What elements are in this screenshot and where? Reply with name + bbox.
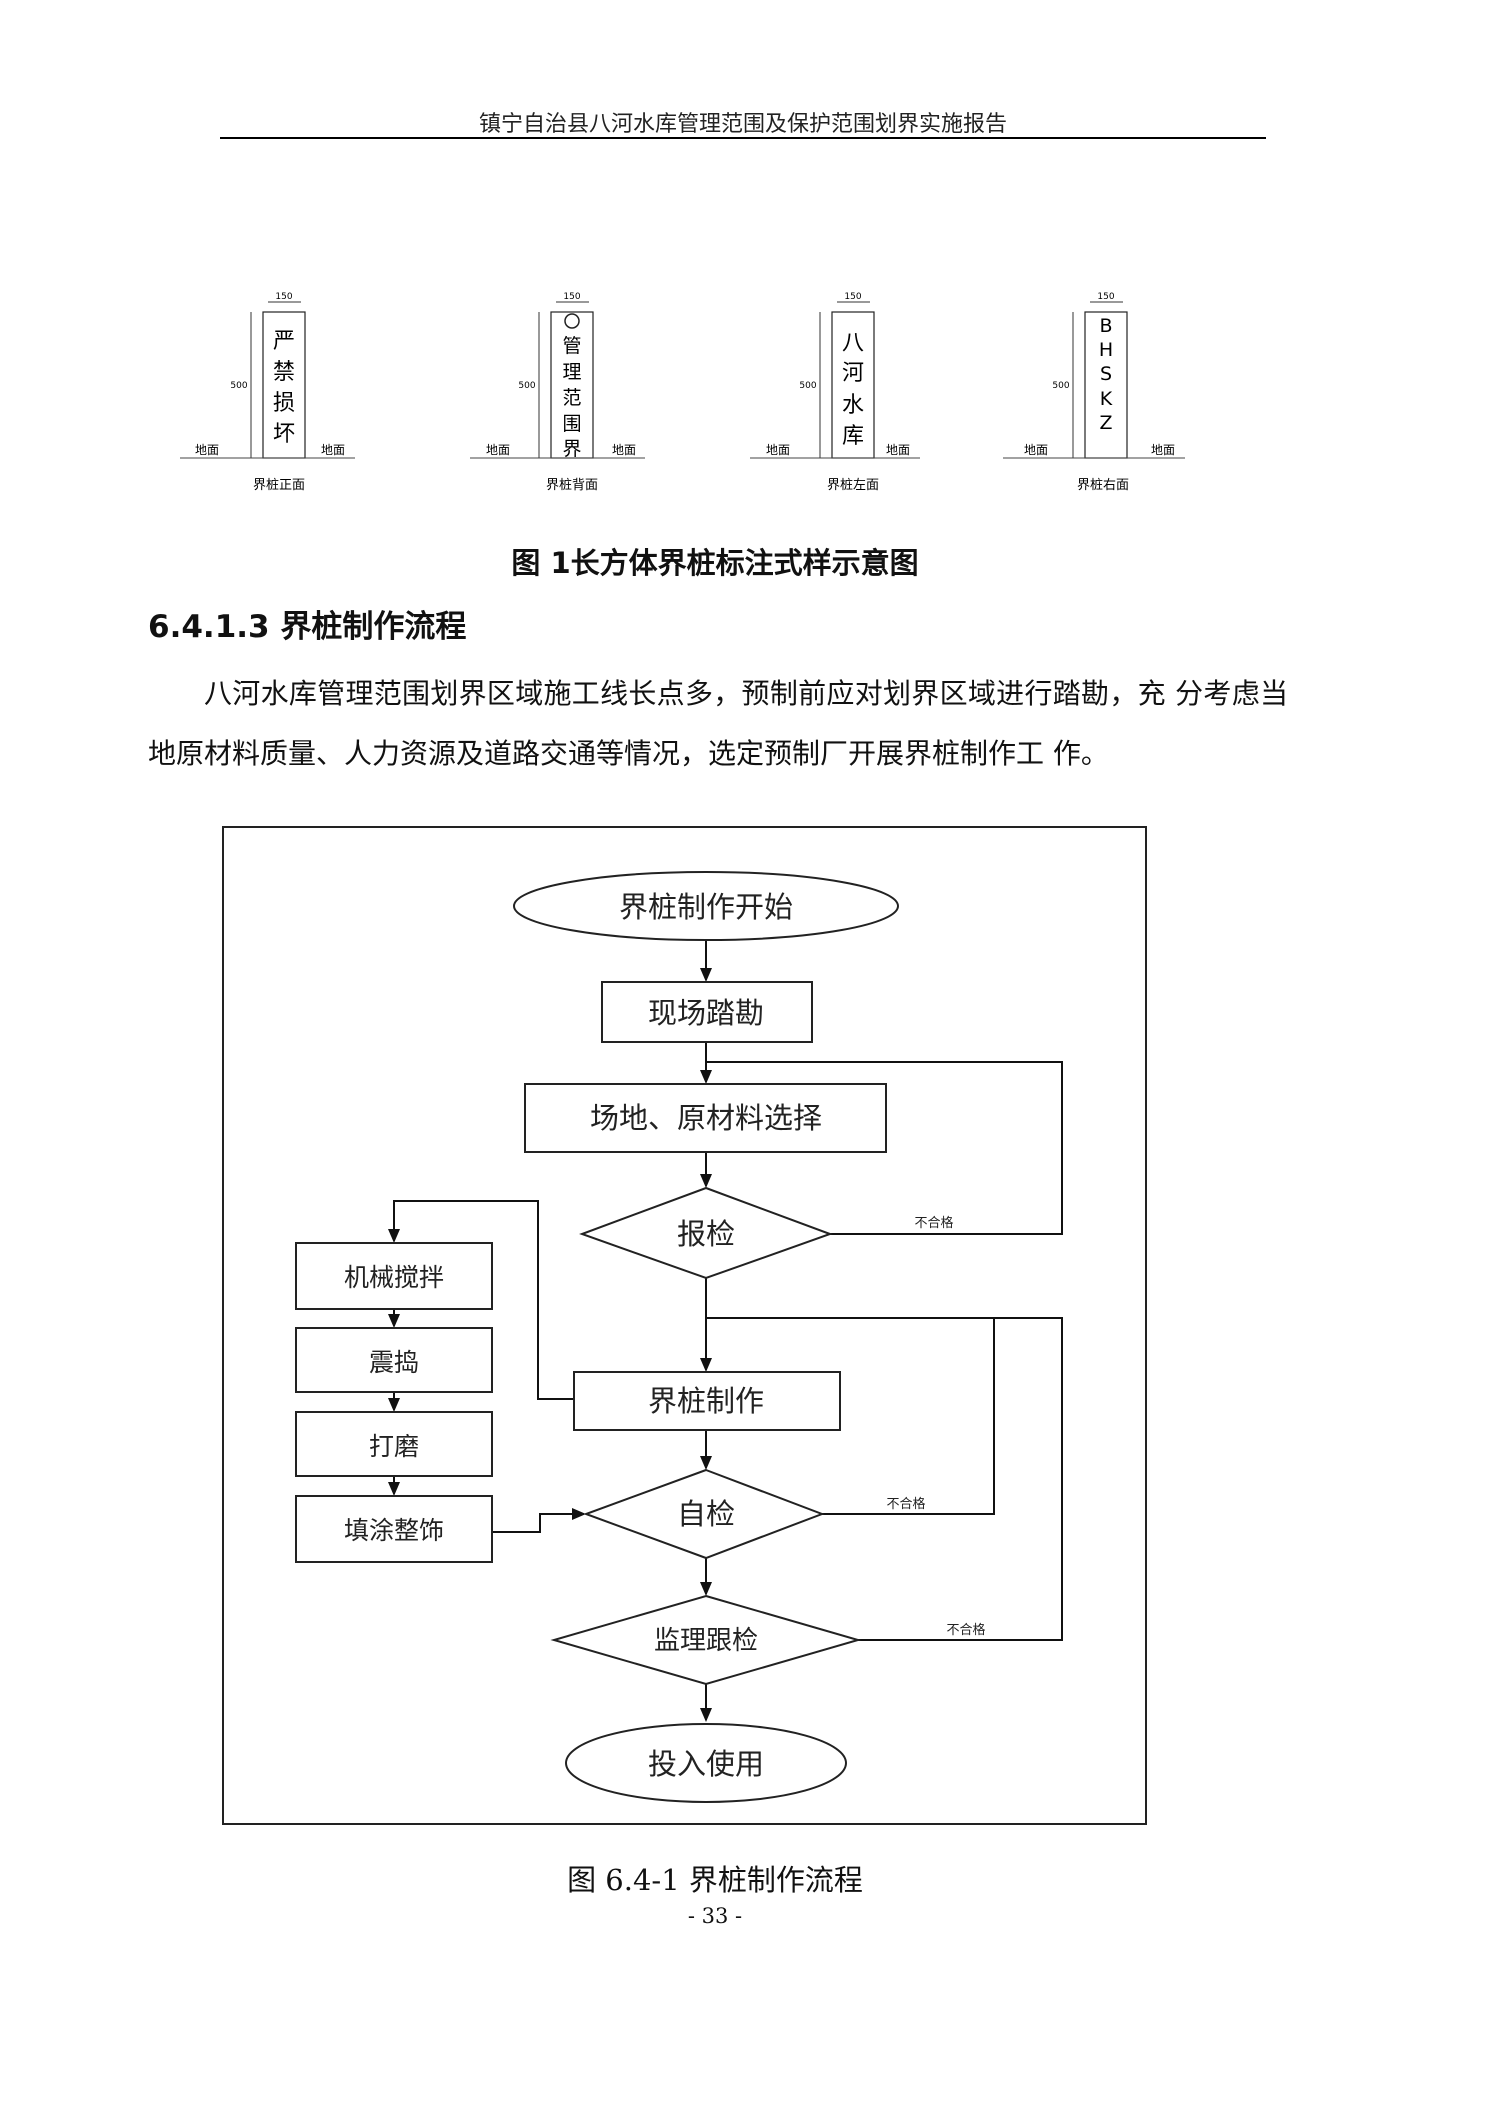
ground-label: 地面: [195, 443, 219, 457]
make-box: [573, 1371, 841, 1431]
pile-left-caption: 界桩左面: [827, 478, 879, 493]
pile-front-width-dim: 150: [275, 292, 292, 302]
pile-elevation-figure: 150 500 地面 地面 严 禁 损 坏 界桩正面 150 500 地面 地面…: [180, 292, 1185, 493]
ground-label: 地面: [1024, 443, 1048, 457]
start-label: 界桩制作开始: [619, 890, 793, 924]
document-header-title: 镇宁自治县八河水库管理范围及保护范围划界实施报告: [478, 112, 1007, 137]
pile-back-char: 范: [562, 387, 581, 409]
fill-box: [295, 1495, 493, 1563]
pile-front-char: 损: [273, 391, 295, 416]
end-terminal: [565, 1723, 847, 1803]
pile-right-char: B: [1099, 315, 1112, 337]
pile-back-char: 理: [562, 361, 581, 383]
ground-label: 地面: [886, 443, 910, 457]
survey-box: [601, 981, 813, 1043]
make-label: 界桩制作: [648, 1384, 764, 1418]
pile-back: 150 500 地面 地面 管 理 范 围 界 界桩背面: [470, 292, 645, 493]
pile-left-char: 库: [842, 424, 864, 449]
inspect-decision: [579, 1186, 833, 1280]
pile-front-char: 坏: [273, 422, 295, 447]
pile-left-char: 八: [842, 331, 864, 356]
pile-left-char: 河: [842, 361, 864, 386]
vibrate-label: 震捣: [369, 1348, 419, 1377]
ground-label: 地面: [321, 443, 345, 457]
emblem-icon: [564, 313, 580, 329]
pile-right-char: Z: [1099, 412, 1112, 434]
page-number: - 33 -: [687, 1904, 743, 1928]
select-label: 场地、原材料选择: [590, 1101, 822, 1135]
flowchart: 界桩制作开始 现场踏勘 场地、原材料选择 报检 机械搅拌 震捣 打磨 填涂整饰 …: [222, 826, 1147, 1825]
self-check-decision: [583, 1468, 825, 1560]
supervise-decision: [550, 1594, 862, 1686]
pile-back-char: 界: [562, 438, 581, 460]
mixing-box: [295, 1242, 493, 1310]
pile-back-height-dim: 500: [518, 381, 535, 391]
polish-box: [295, 1411, 493, 1477]
self-check-fail-label: 不合格: [886, 1496, 925, 1512]
body-paragraph: 八河水库管理范围划界区域施工线长点多，预制前应对划界区域进行踏勘，充 分考虑当地…: [148, 677, 1288, 770]
end-label: 投入使用: [648, 1747, 764, 1781]
ground-label: 地面: [766, 443, 790, 457]
pile-back-char: 管: [562, 335, 581, 357]
inspect-label: 报检: [677, 1217, 735, 1251]
inspect-fail-label: 不合格: [914, 1215, 953, 1231]
self-check-label: 自检: [677, 1497, 735, 1531]
vibrate-box: [295, 1327, 493, 1393]
pile-right-width-dim: 150: [1097, 292, 1114, 302]
start-terminal: [513, 871, 899, 941]
pile-back-caption: 界桩背面: [546, 478, 598, 493]
pile-back-char: 围: [562, 413, 581, 435]
pile-right-caption: 界桩右面: [1077, 478, 1129, 493]
pile-front-char: 严: [273, 329, 295, 354]
pile-right: 150 500 地面 地面 B H S K Z 界桩右面: [1003, 292, 1185, 493]
pile-front-caption: 界桩正面: [253, 478, 305, 493]
pile-left-char: 水: [842, 393, 864, 418]
pile-left-width-dim: 150: [844, 292, 861, 302]
header-rule: [220, 137, 1266, 139]
pile-back-width-dim: 150: [563, 292, 580, 302]
ground-label: 地面: [612, 443, 636, 457]
pile-right-char: H: [1099, 339, 1113, 361]
ground-label: 地面: [486, 443, 510, 457]
figure-1-caption: 图 1长方体界桩标注式样示意图: [511, 546, 919, 580]
section-heading: 6.4.1.3 界桩制作流程: [148, 609, 467, 645]
pile-front: 150 500 地面 地面 严 禁 损 坏 界桩正面: [180, 292, 355, 493]
select-box: [524, 1083, 887, 1153]
pile-front-char: 禁: [273, 360, 295, 385]
pile-left-height-dim: 500: [799, 381, 816, 391]
pile-front-height-dim: 500: [230, 381, 247, 391]
fill-label: 填涂整饰: [344, 1516, 444, 1545]
pile-right-char: K: [1100, 388, 1113, 410]
survey-label: 现场踏勘: [648, 996, 764, 1030]
figure-2-caption: 图 6.4-1 界桩制作流程: [567, 1863, 863, 1897]
mixing-label: 机械搅拌: [344, 1263, 444, 1292]
supervise-label: 监理跟检: [654, 1626, 758, 1656]
pile-right-height-dim: 500: [1052, 381, 1069, 391]
polish-label: 打磨: [369, 1432, 419, 1461]
pile-left: 150 500 地面 地面 八 河 水 库 界桩左面: [750, 292, 920, 493]
supervise-fail-label: 不合格: [946, 1622, 985, 1638]
ground-label: 地面: [1151, 443, 1175, 457]
pile-right-char: S: [1100, 363, 1112, 385]
